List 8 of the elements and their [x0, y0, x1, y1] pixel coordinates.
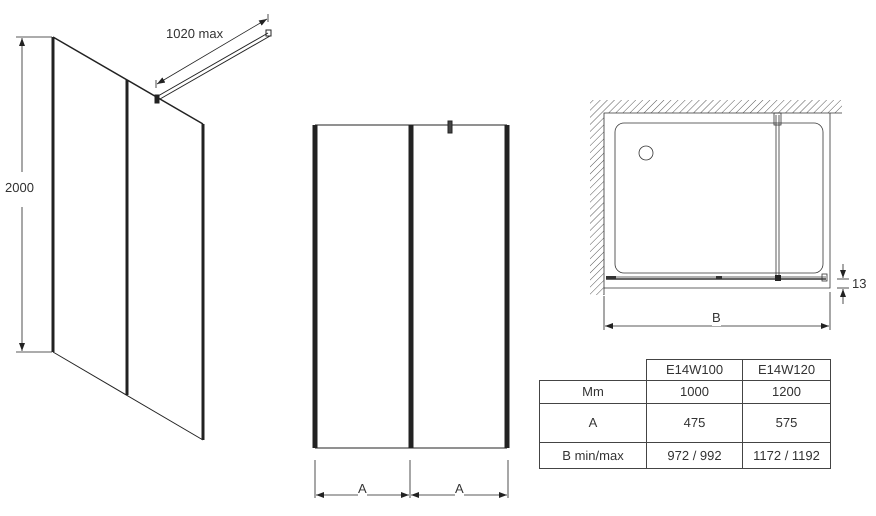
table-cell: 1172 / 1192	[742, 442, 831, 469]
row-header-cell: Mm	[539, 380, 647, 404]
row-header-cell: B min/max	[539, 442, 647, 469]
column-header-cell: E14W120	[742, 359, 831, 381]
dimension-label: A	[358, 481, 367, 497]
column-header-cell: E14W100	[646, 359, 743, 381]
dimension-label: B	[712, 310, 721, 326]
dimension-label: A	[455, 481, 464, 497]
